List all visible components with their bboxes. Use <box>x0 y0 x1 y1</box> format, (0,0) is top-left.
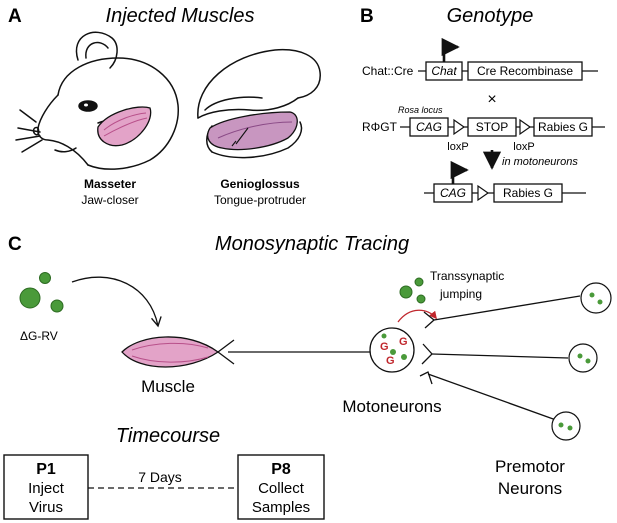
premotor-neuron-3 <box>551 411 581 441</box>
transsynaptic-virus <box>399 277 426 304</box>
loxp-left-label: loxP <box>447 141 468 153</box>
mouse-head-illustration <box>15 31 179 170</box>
chat-cre-construct: Chat::Cre Chat Cre Recombinase <box>362 37 598 81</box>
muscle-shape <box>121 336 220 368</box>
rabies-g-gene: Rabies G <box>538 120 588 134</box>
timecourse-p1-box: P1 Inject Virus <box>3 454 89 520</box>
rphigt-construct: Rosa locus RΦGT CAG STOP Rabies G loxP l… <box>362 105 605 153</box>
panel-b-title: Genotype <box>447 5 534 27</box>
genioglossus-role: Tongue-protruder <box>214 193 306 207</box>
rosa-locus-label: Rosa locus <box>398 105 443 115</box>
premotor-connections <box>419 295 581 421</box>
premotor-neuron-1 <box>580 282 612 314</box>
stop-cassette: STOP <box>476 120 508 134</box>
premotor-label-1: Premotor <box>495 457 565 476</box>
motoneurons-label: Motoneurons <box>342 397 441 416</box>
timecourse-p8-box: P8 Collect Samples <box>237 454 325 520</box>
p8-day: P8 <box>271 461 291 478</box>
motoneuron-g-1: G <box>380 341 389 353</box>
cre-recombinase: Cre Recombinase <box>477 64 573 78</box>
interval-label: 7 Days <box>138 469 182 485</box>
result-cag-promoter: CAG <box>440 186 466 200</box>
chat-cre-label: Chat::Cre <box>362 64 414 78</box>
tongue-jaw-illustration <box>197 48 321 159</box>
motoneuron-g-3: G <box>386 355 395 367</box>
transsynaptic-label-2: jumping <box>439 287 482 301</box>
p8-line1: Collect <box>258 480 305 497</box>
jump-arrow <box>397 309 437 323</box>
neuromuscular-junction <box>217 339 235 365</box>
p1-day: P1 <box>36 461 56 478</box>
motoneuron: G G G <box>369 327 415 373</box>
recombined-construct: CAG Rabies G <box>424 160 586 203</box>
transsynaptic-label-1: Transsynaptic <box>430 269 504 283</box>
masseter-role: Jaw-closer <box>81 193 138 207</box>
transcription-start-arrow <box>441 37 460 62</box>
muscle-label: Muscle <box>141 377 195 396</box>
panel-a-letter: A <box>8 6 22 27</box>
p1-line1: Inject <box>28 480 65 497</box>
virus-label: ΔG-RV <box>20 329 58 343</box>
injection-arrow <box>71 276 162 328</box>
panel-b-letter: B <box>360 6 374 27</box>
loxp-left-triangle <box>453 118 466 136</box>
loxp-right-label: loxP <box>513 141 534 153</box>
result-transcription-arrow <box>450 160 469 184</box>
result-loxp-triangle <box>477 184 490 202</box>
motoneuron-g-2: G <box>399 336 408 348</box>
timecourse-title: Timecourse <box>116 425 220 447</box>
panel-c-letter: C <box>8 234 22 255</box>
result-rabies-g: Rabies G <box>503 186 553 200</box>
masseter-name: Masseter <box>84 177 136 191</box>
panel-a-title: Injected Muscles <box>106 5 255 27</box>
rphigt-label: RΦGT <box>362 120 398 134</box>
masseter-muscle <box>97 106 152 147</box>
premotor-neuron-2 <box>568 343 598 373</box>
panel-c-title: Monosynaptic Tracing <box>215 233 409 255</box>
genioglossus-name: Genioglossus <box>220 177 300 191</box>
chat-promoter: Chat <box>431 64 457 78</box>
loxp-right-triangle <box>519 118 532 136</box>
in-motoneurons-note: in motoneurons <box>502 156 578 168</box>
p1-line2: Virus <box>29 499 63 516</box>
virus-particles <box>19 272 64 313</box>
cross-symbol: × <box>487 91 496 108</box>
premotor-label-2: Neurons <box>498 479 562 498</box>
cag-promoter: CAG <box>416 120 442 134</box>
genioglossus-muscle <box>207 111 298 151</box>
p8-line2: Samples <box>252 499 310 516</box>
